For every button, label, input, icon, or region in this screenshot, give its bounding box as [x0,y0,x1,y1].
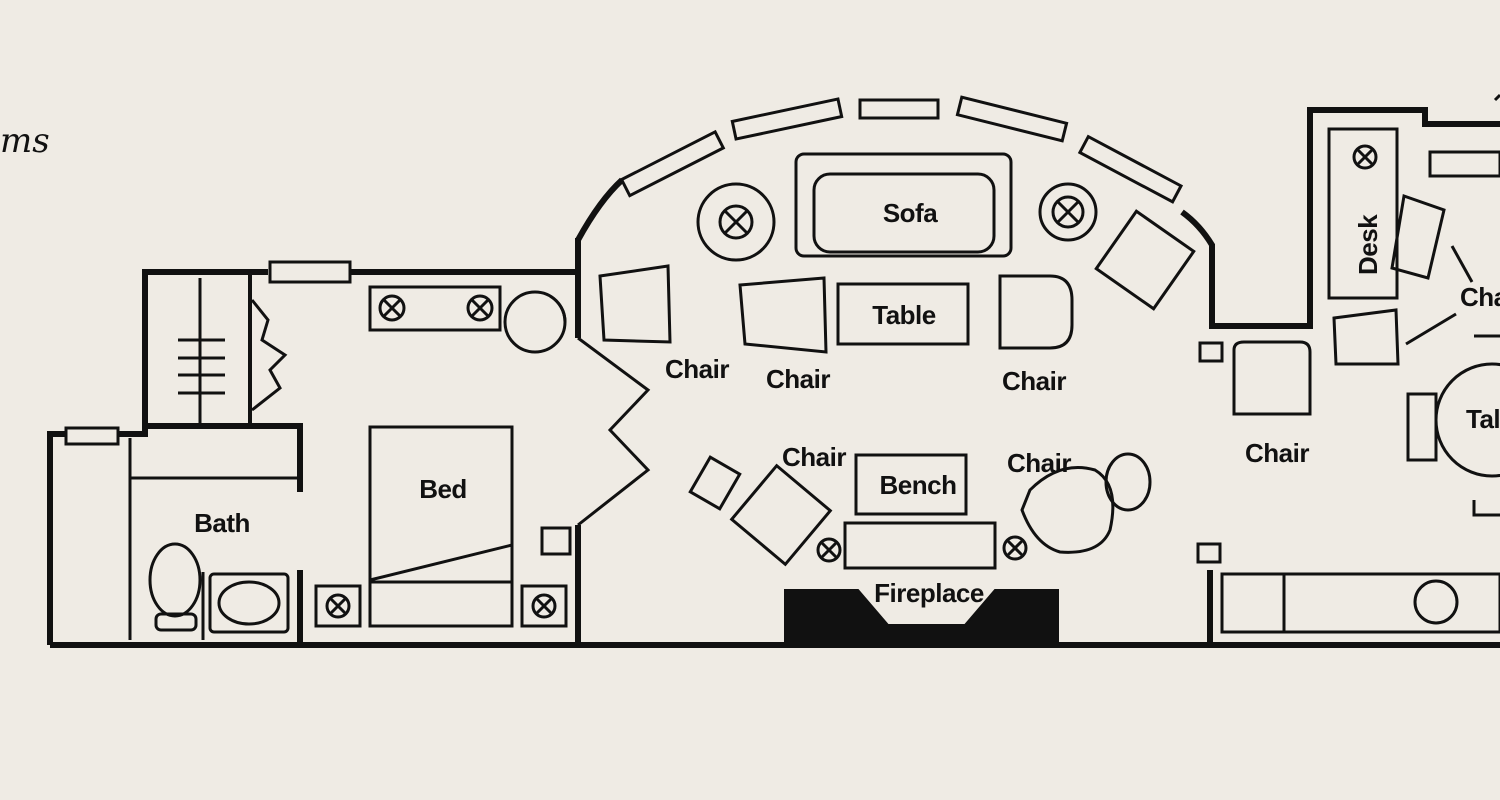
lamp-icon [378,294,494,322]
living-chairs-upper [598,209,1196,354]
door-swing-icon [250,299,288,412]
bed [368,425,514,628]
bed-label: Bed [419,474,467,504]
chair-label-5: Chair [1007,448,1071,478]
plan-heading: ms [0,121,50,161]
closet-shelves-icon [178,278,225,424]
right-room-furniture [1196,93,1500,634]
lamp-icon [816,535,1028,563]
chair-label-6: Chair [1245,438,1309,468]
coffee-table [836,282,970,346]
bedside-tables [314,526,572,628]
table-label-cut: Tal [1466,404,1500,434]
hearth [843,521,997,570]
bench-label: Bench [880,470,957,500]
chair-label-3: Chair [1002,366,1066,396]
fireplace-label: Fireplace [874,578,984,608]
sofa [794,152,1013,258]
chair-label-1: Chair [665,354,729,384]
desk [1327,127,1399,300]
sofa-label: Sofa [883,198,938,228]
lamp-icon [325,593,557,619]
living-chairs-lower [688,452,1152,567]
chair-label-2: Chair [766,364,830,394]
nightstand-top [368,285,502,332]
bath-room [128,476,300,640]
tub-icon [208,572,290,634]
door-swing-icon [577,336,651,527]
chair-label-4: Chair [782,442,846,472]
table-label: Table [872,300,936,330]
lamp-icon [696,182,1098,262]
bench [854,453,968,516]
fireplace: Fireplace [784,578,1059,644]
desk-label: Desk [1353,214,1383,275]
toilet-icon [148,542,202,632]
walls [47,107,1500,648]
chair-label-cut: Cha [1460,282,1500,312]
windows [64,95,1184,446]
round-stool [503,290,567,354]
bath-label: Bath [194,508,250,538]
